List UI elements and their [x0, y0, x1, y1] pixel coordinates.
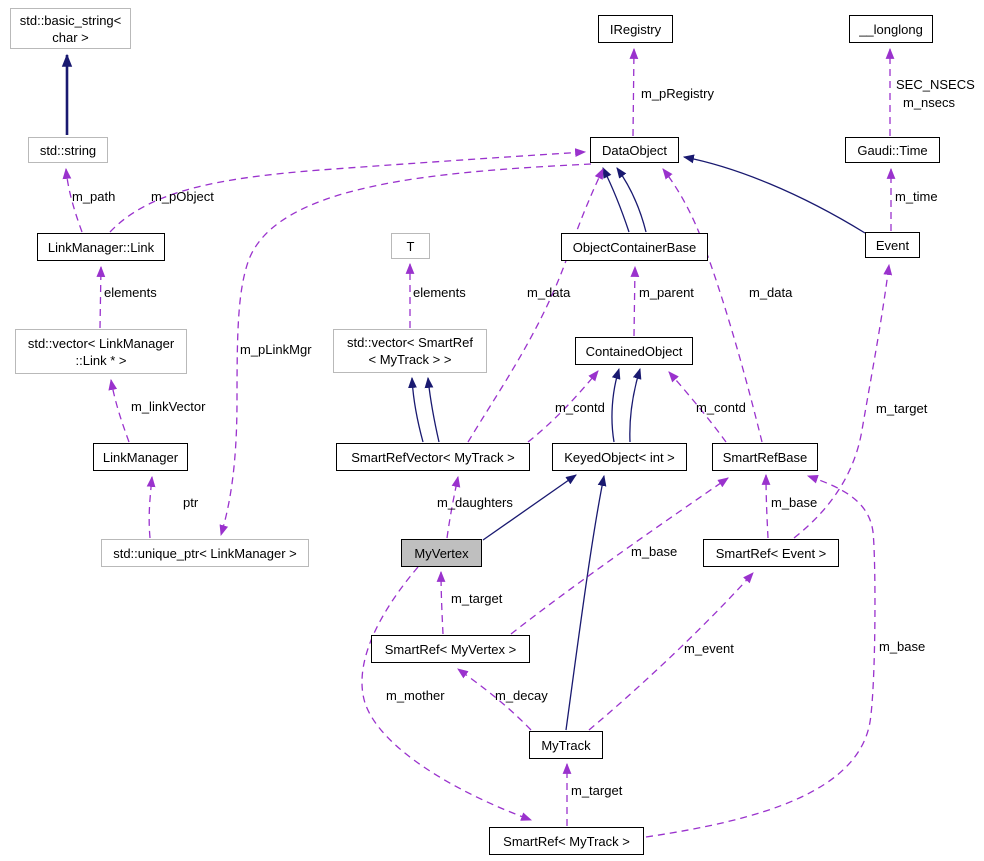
edge-m-base-track	[645, 475, 876, 838]
edge-label-m-target-track: m_target	[571, 783, 623, 798]
edge-label-m-base-event: m_base	[771, 495, 818, 510]
edge-m-base-vertex	[510, 477, 729, 635]
edge-event-to-dataobject	[682, 154, 866, 234]
class-node-vector-linkmanager-link: std::vector< LinkManager ::Link * >	[15, 329, 187, 374]
edge-label-m-time: m_time	[895, 189, 938, 204]
edge-ptr	[146, 475, 156, 539]
class-node-mytrack: MyTrack	[529, 731, 603, 759]
edge-keyedobject-to-containedobject-1	[611, 367, 621, 443]
inheritance-edges	[61, 53, 866, 731]
edge-mytrack-to-keyedobject	[565, 474, 607, 731]
class-node-smartref-mytrack: SmartRef< MyTrack >	[489, 827, 644, 855]
edge-label-m-base-vertex: m_base	[631, 544, 678, 559]
class-node-objectcontainerbase: ObjectContainerBase	[561, 233, 708, 261]
class-node-linkmanager: LinkManager	[93, 443, 188, 471]
edge-keyedobject-to-containedobject-2	[629, 367, 642, 443]
class-node-linkmanager-link: LinkManager::Link	[37, 233, 165, 261]
edge-label-m-path: m_path	[72, 189, 116, 204]
edge-m-base-event	[761, 473, 771, 539]
edge-m-mother	[361, 566, 533, 821]
edge-label-m-plinkmgr: m_pLinkMgr	[240, 342, 312, 357]
edge-label-m-nsecs: m_nsecs	[903, 95, 956, 110]
edge-smartrefvector-to-vector-2	[424, 376, 440, 443]
edge-label-m-base-track: m_base	[879, 639, 926, 654]
edge-m-plinkmgr	[219, 163, 592, 537]
edge-label-m-data-base: m_data	[749, 285, 793, 300]
class-node-gaudi-time: Gaudi::Time	[845, 137, 940, 163]
edge-label-m-pregistry: m_pRegistry	[641, 86, 714, 101]
class-node-keyedobject-int: KeyedObject< int >	[552, 443, 687, 471]
edge-label-elements-link: elements	[104, 285, 157, 300]
edge-m-data-vector	[467, 168, 604, 443]
edge-m-pregistry	[629, 47, 639, 137]
edge-m-data-base	[662, 168, 763, 443]
edge-m-decay	[457, 668, 532, 731]
edge-myvertex-to-keyedobject	[482, 474, 577, 541]
class-node-smartrefbase: SmartRefBase	[712, 443, 818, 471]
edge-elements-link	[96, 265, 106, 329]
class-node-unique-ptr-linkmanager: std::unique_ptr< LinkManager >	[101, 539, 309, 567]
edge-m-path	[62, 167, 83, 233]
class-node-smartref-event: SmartRef< Event >	[703, 539, 839, 567]
class-node-iregistry: IRegistry	[598, 15, 673, 43]
edge-label-m-mother: m_mother	[386, 688, 445, 703]
edge-label-m-decay: m_decay	[495, 688, 548, 703]
edge-label-sec-nsecs: SEC_NSECS	[896, 77, 975, 92]
edge-label-m-daughters: m_daughters	[437, 495, 513, 510]
edge-ocb-to-dataobject-1	[602, 167, 630, 233]
class-node-myvertex: MyVertex	[401, 539, 482, 567]
class-node-event: Event	[865, 232, 920, 258]
usage-edges	[62, 47, 896, 838]
edge-smartrefvector-to-vector-1	[408, 376, 424, 443]
class-node-smartref-myvertex: SmartRef< MyVertex >	[371, 635, 530, 663]
edge-m-daughters	[446, 475, 461, 539]
class-node-std-basic-string: std::basic_string< char >	[10, 8, 131, 49]
edge-label-m-target-event: m_target	[876, 401, 928, 416]
edge-m-contd-vector	[527, 370, 599, 443]
edge-label-ptr: ptr	[183, 495, 199, 510]
edge-ocb-to-dataobject-2	[616, 167, 647, 233]
edge-m-pobject	[109, 148, 587, 233]
edge-m-linkvector	[108, 378, 130, 443]
class-node-smartrefvector-mytrack: SmartRefVector< MyTrack >	[336, 443, 530, 471]
edge-m-parent	[630, 265, 640, 337]
class-node-containedobject: ContainedObject	[575, 337, 693, 365]
class-node-std-string: std::string	[28, 137, 108, 163]
edge-label-m-event: m_event	[684, 641, 734, 656]
edge-m-event	[588, 572, 754, 731]
class-node-longlong: __longlong	[849, 15, 933, 43]
class-node-vector-smartref-mytrack: std::vector< SmartRef < MyTrack > >	[333, 329, 487, 373]
edge-label-m-data-vector: m_data	[527, 285, 571, 300]
edge-label-m-contd-base: m_contd	[696, 400, 746, 415]
edge-label-elements-track: elements	[413, 285, 466, 300]
class-node-dataobject: DataObject	[590, 137, 679, 163]
edge-label-m-linkvector: m_linkVector	[131, 399, 206, 414]
edge-label-m-target-vertex: m_target	[451, 591, 503, 606]
class-node-t: T	[391, 233, 430, 259]
edge-label-m-pobject: m_pObject	[151, 189, 214, 204]
edge-label-m-contd-vector: m_contd	[555, 400, 605, 415]
edge-m-target-vertex	[436, 570, 446, 635]
edge-label-m-parent: m_parent	[639, 285, 694, 300]
